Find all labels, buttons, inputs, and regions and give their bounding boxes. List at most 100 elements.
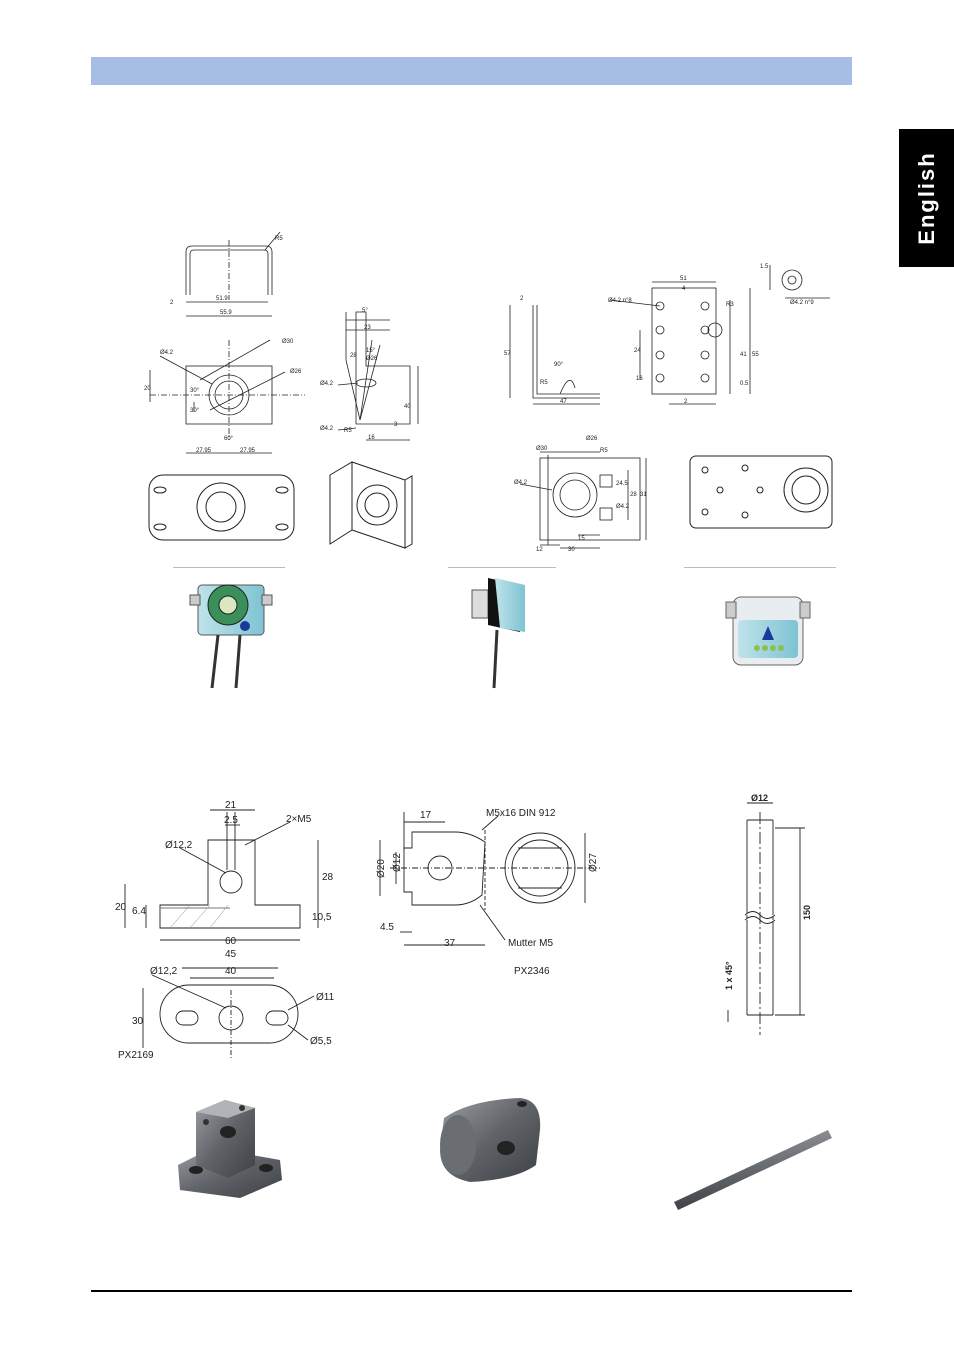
- divider-1: [173, 567, 285, 568]
- dim-text: 2.5: [224, 815, 238, 826]
- dim-text: R5: [344, 428, 352, 434]
- footer-rule: [91, 1290, 852, 1292]
- dim-text: 150: [802, 905, 812, 920]
- dim-text: 27.95: [240, 448, 256, 454]
- dim-text: 1.5: [760, 264, 769, 270]
- clamp-left-render: [178, 1100, 282, 1198]
- dim-text: 30°: [190, 408, 200, 414]
- bracket-right-dims: 2 57 90° R5 47 51 4 Ø4.2 n°8 R3 24 41 55…: [504, 264, 814, 553]
- dim-text: 24: [634, 348, 641, 354]
- section-header-bar: [91, 57, 852, 85]
- dim-text: R5: [275, 236, 283, 242]
- dim-text: 0.5: [740, 381, 749, 387]
- dim-text: R5: [600, 448, 608, 454]
- dim-text: 21: [225, 800, 237, 811]
- dim-text: 17: [420, 810, 432, 821]
- dim-text: 12: [536, 547, 543, 553]
- sensor-photo-3: [725, 596, 811, 666]
- dim-text: 45: [225, 949, 237, 960]
- dim-text: 30: [568, 547, 575, 553]
- dim-text: Ø4.2: [320, 426, 334, 432]
- dim-text: 57: [504, 351, 511, 357]
- dim-text: 23: [364, 325, 371, 331]
- bracket-left-dims: R5 2 51.9 55.9 Ø30 Ø26 Ø4.2 20 30° 30° 6…: [144, 236, 411, 454]
- divider-3: [684, 567, 836, 568]
- dim-text: Ø12,2: [150, 966, 178, 977]
- sensor-photo-1: [189, 584, 273, 689]
- dim-text: 55: [752, 352, 759, 358]
- dim-text: 51: [680, 276, 687, 282]
- dim-text: 3: [394, 422, 398, 428]
- dim-text: 15: [578, 536, 585, 542]
- clamp-center-render: [440, 1098, 541, 1182]
- dim-text: Ø12,2: [165, 840, 193, 851]
- dim-text: 2: [684, 399, 688, 405]
- dim-text: Ø20: [376, 859, 387, 878]
- dim-text: 2×M5: [286, 814, 312, 825]
- dim-text: 60: [225, 936, 237, 947]
- dim-text: Ø12: [751, 793, 768, 803]
- bracket-right-drawing: [509, 265, 830, 549]
- dim-text: 60°: [224, 436, 234, 442]
- dim-text: 4.5: [380, 922, 394, 933]
- dim-text: 28: [322, 872, 334, 883]
- dim-text: 10,5: [312, 912, 332, 923]
- dim-text: Ø26: [366, 356, 378, 362]
- bracket-left-3d-render: [329, 461, 413, 549]
- divider-2: [448, 567, 556, 568]
- dim-text: Ø12: [392, 853, 403, 872]
- dim-text: 20: [115, 902, 127, 913]
- dim-text: 20: [144, 386, 151, 392]
- dim-text: 27.95: [196, 448, 212, 454]
- sensor-photo-2: [471, 578, 525, 689]
- dim-text: 37: [444, 938, 456, 949]
- language-tab[interactable]: English: [899, 129, 954, 267]
- dim-text: 5°: [362, 308, 368, 314]
- dim-text: 51.9: [216, 296, 228, 302]
- dim-text: Ø30: [282, 339, 294, 345]
- dim-text: Ø26: [586, 436, 598, 442]
- dim-text: 1 x 45°: [724, 961, 734, 990]
- dim-text: Ø5,5: [310, 1036, 332, 1047]
- dim-text: 28: [630, 492, 637, 498]
- dim-text: Ø26: [290, 369, 302, 375]
- dim-text: M5x16 DIN 912: [486, 808, 556, 819]
- dim-text: Ø4.2: [514, 480, 528, 486]
- dim-text: 40: [225, 966, 237, 977]
- rod-drawing: [727, 802, 805, 1035]
- clamp-center-dims: 17 M5x16 DIN 912 Ø20 Ø12 Ø27 4.5 37 Mutt…: [376, 808, 599, 977]
- dim-text: Ø30: [536, 446, 548, 452]
- dim-text: 16: [636, 376, 643, 382]
- dim-text: R3: [726, 302, 734, 308]
- dim-text: 4: [682, 286, 686, 292]
- clamp-left-dims: 21 2.5 2×M5 Ø12,2 28 20 6.4 10,5 60 45 4…: [115, 800, 335, 1061]
- dim-text: 55.9: [220, 310, 232, 316]
- dim-text: Ø4.2 n°8: [608, 298, 632, 304]
- dim-text: 15°: [366, 348, 376, 354]
- dim-text: 2: [520, 296, 524, 302]
- dim-text: PX2346: [514, 966, 550, 977]
- bracket-right-flat-render: [689, 455, 833, 529]
- clamp-center-drawing: [379, 812, 600, 946]
- bracket-left-flat-render: [148, 474, 295, 541]
- dim-text: Ø4.2 n°9: [790, 300, 814, 306]
- dim-text: 2: [170, 300, 174, 306]
- dim-text: 28: [350, 353, 357, 359]
- bracket-left-drawing: [149, 231, 419, 454]
- dim-text: 6.4: [132, 906, 146, 917]
- dim-text: Ø4.2: [616, 504, 630, 510]
- dim-text: Mutter M5: [508, 938, 553, 949]
- dim-text: 40: [404, 404, 411, 410]
- dim-text: Ø4.2: [160, 350, 174, 356]
- dim-text: 31: [640, 492, 647, 498]
- dim-text: 47: [560, 399, 567, 405]
- dim-text: 16: [368, 435, 375, 441]
- dim-text: Ø27: [588, 853, 599, 872]
- dim-text: 24.5: [616, 481, 628, 487]
- dim-text: 41: [740, 352, 747, 358]
- dim-text: R5: [540, 380, 548, 386]
- dim-text: 30°: [190, 388, 200, 394]
- dim-text: 30: [132, 1016, 144, 1027]
- dim-text: Ø11: [316, 992, 335, 1003]
